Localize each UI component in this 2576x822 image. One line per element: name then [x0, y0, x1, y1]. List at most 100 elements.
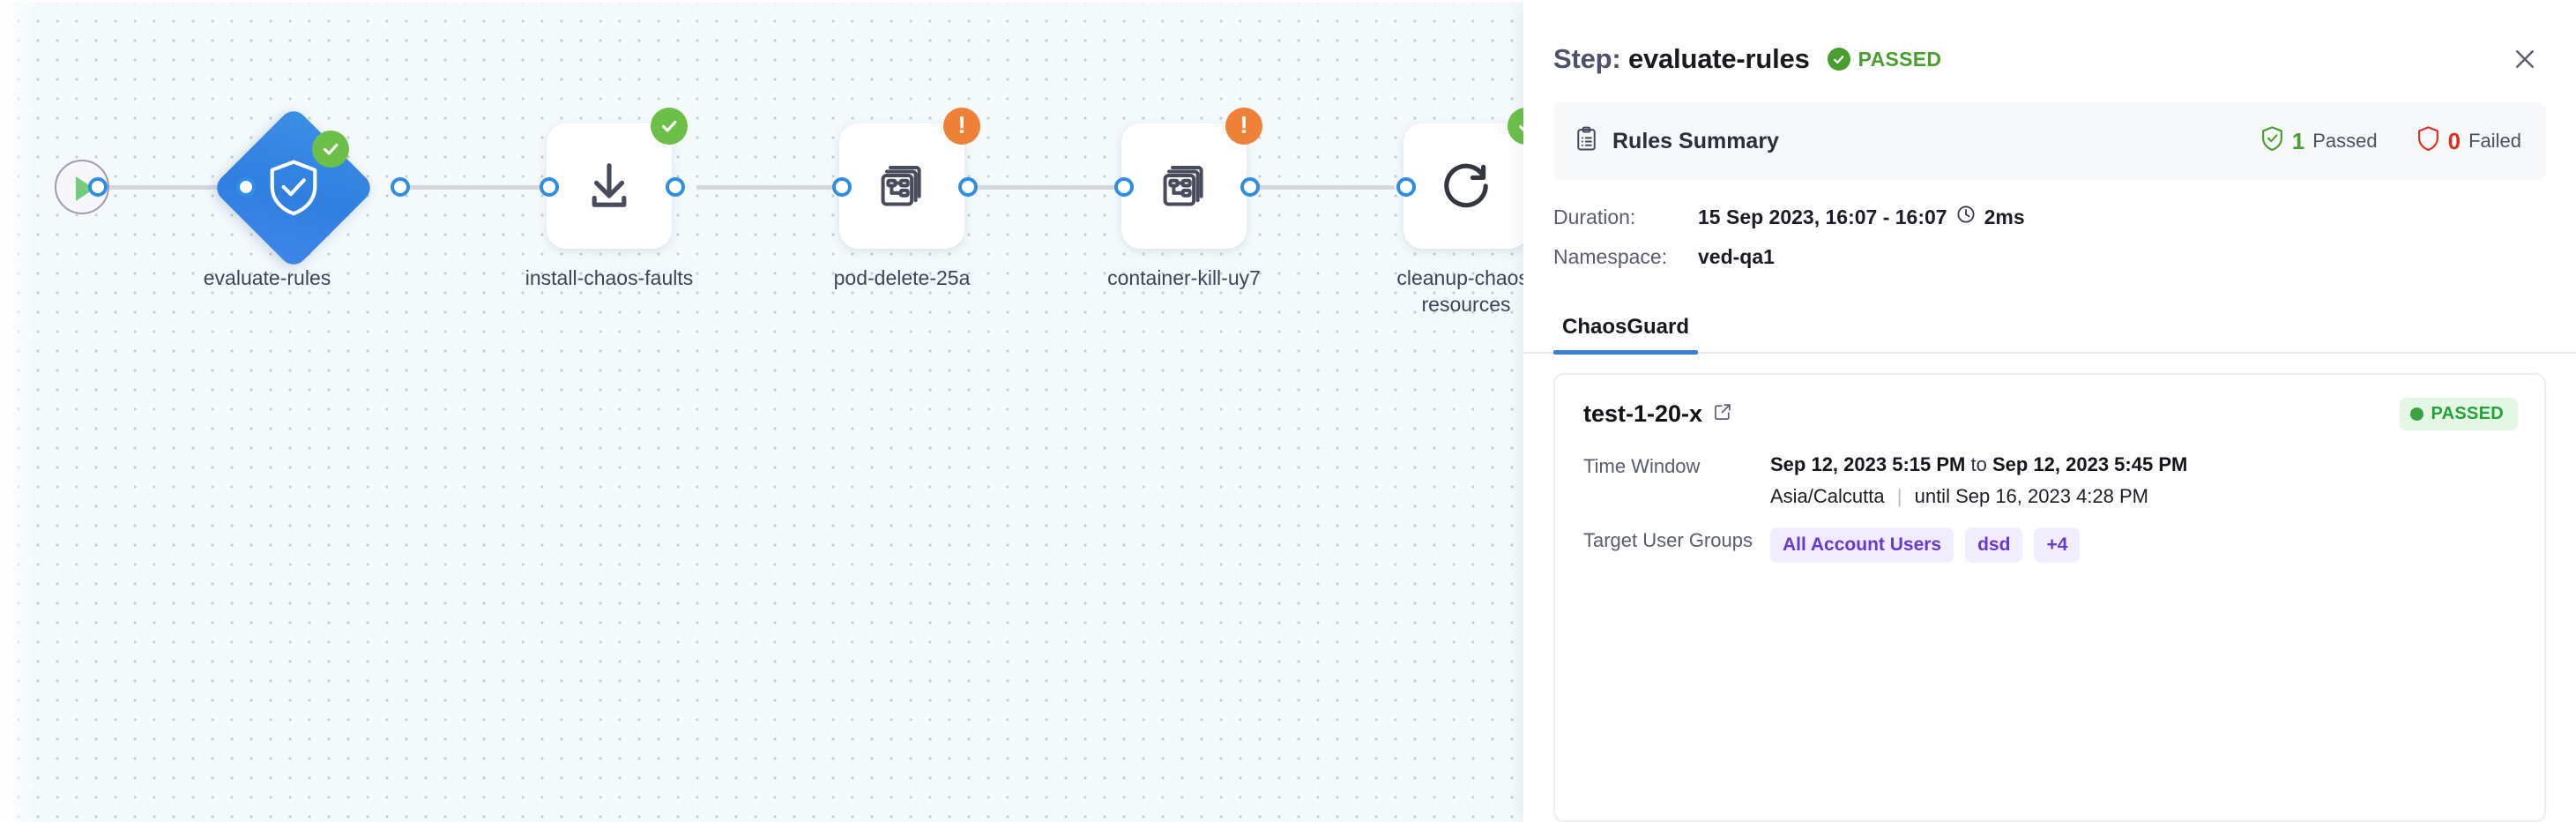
- until-text: until Sep 16, 2023 4:28 PM: [1914, 485, 2149, 507]
- user-group-chip[interactable]: All Account Users: [1770, 527, 1954, 563]
- pipeline-canvas[interactable]: evaluate-rules install-chaos-faults: [0, 0, 1523, 822]
- status-dot-icon: [2410, 407, 2424, 421]
- chaosguard-detail-rows: Time Window Sep 12, 2023 5:15 PM to Sep …: [1583, 453, 2518, 563]
- port-start-out[interactable]: [88, 177, 108, 197]
- status-badge-warning: !: [1225, 108, 1262, 145]
- node-install-chaos-faults[interactable]: [547, 108, 688, 249]
- check-circle-icon: [1827, 48, 1850, 71]
- rules-passed-label: Passed: [2312, 130, 2378, 152]
- time-window-start: Sep 12, 2023 5:15 PM: [1770, 453, 1966, 475]
- canvas-top-edge: [0, 0, 1523, 3]
- port-install-in[interactable]: [540, 177, 559, 197]
- node-cleanup-chaos-resources[interactable]: [1403, 108, 1523, 249]
- port-evaluate-out[interactable]: [391, 177, 410, 197]
- status-badge-success: [1508, 108, 1523, 145]
- rules-summary-card: Rules Summary 1 Passed: [1553, 102, 2546, 180]
- chaosguard-status-text: PASSED: [2431, 404, 2504, 423]
- target-user-groups-row: Target User Groups All Account Users dsd…: [1583, 527, 2518, 563]
- port-containerkill-in[interactable]: [1114, 177, 1134, 197]
- target-user-groups-label: Target User Groups: [1583, 529, 1753, 551]
- shield-check-icon: [212, 106, 376, 270]
- chaosguard-rule-name: test-1-20-x: [1583, 400, 1703, 427]
- rules-summary-stats: 1 Passed 0 Failed: [2260, 125, 2521, 157]
- close-icon[interactable]: [2505, 40, 2544, 78]
- rules-failed-count: 0: [2447, 127, 2461, 154]
- rules-summary-heading: Rules Summary: [1575, 126, 1779, 157]
- chaos-fault-icon: [876, 161, 927, 212]
- refresh-icon: [1439, 159, 1493, 213]
- user-group-chip-overflow[interactable]: +4: [2034, 527, 2081, 563]
- chaos-fault-icon: [1158, 161, 1210, 212]
- node-label-pod-delete-25a: pod-delete-25a: [833, 266, 971, 289]
- chaosguard-rule-card: test-1-20-x PASSED Time W: [1553, 373, 2546, 822]
- rail-containerkill-to-cleanup: [1130, 185, 1395, 190]
- port-install-out[interactable]: [666, 177, 685, 197]
- node-pod-delete-25a[interactable]: !: [839, 108, 980, 249]
- time-window-end: Sep 12, 2023 5:45 PM: [1992, 453, 2188, 475]
- time-window-value: Sep 12, 2023 5:15 PM to Sep 12, 2023 5:4…: [1770, 453, 2187, 508]
- namespace-label: Namespace:: [1553, 245, 1668, 268]
- shield-check-pass-icon: [2260, 125, 2284, 157]
- clipboard-icon: [1575, 126, 1598, 157]
- rules-failed-label: Failed: [2468, 130, 2521, 152]
- node-label-evaluate-rules: evaluate-rules: [203, 266, 331, 289]
- user-group-chip[interactable]: dsd: [1965, 527, 2023, 563]
- duration-range: 15 Sep 2023, 16:07 - 16:07: [1698, 205, 1947, 228]
- timezone-text: Asia/Calcutta: [1770, 485, 1885, 507]
- duration-row: Duration: 15 Sep 2023, 16:07 - 16:07 2ms: [1553, 205, 2546, 229]
- node-label-container-kill-uy7: container-kill-uy7: [1107, 266, 1261, 289]
- rail-install-to-poddelete: [696, 185, 838, 190]
- download-icon: [582, 159, 637, 213]
- status-badge-warning: !: [943, 108, 980, 145]
- shield-fail-icon: [2416, 125, 2440, 157]
- port-poddelete-out[interactable]: [958, 177, 978, 197]
- step-meta: Duration: 15 Sep 2023, 16:07 - 16:07 2ms…: [1553, 205, 2546, 285]
- duration-elapsed: 2ms: [1984, 205, 2025, 228]
- target-user-groups-chips: All Account Users dsd +4: [1770, 527, 2081, 563]
- port-evaluate-in[interactable]: [236, 177, 256, 197]
- status-text: PASSED: [1858, 47, 1942, 71]
- time-window-row: Time Window Sep 12, 2023 5:15 PM to Sep …: [1583, 453, 2518, 508]
- port-poddelete-in[interactable]: [832, 177, 852, 197]
- namespace-row: Namespace: ved-qa1: [1553, 245, 2546, 269]
- rules-failed-stat: 0 Failed: [2416, 125, 2521, 157]
- status-badge: PASSED: [1827, 47, 1942, 71]
- rules-summary-title: Rules Summary: [1612, 128, 1779, 153]
- time-window-range: Sep 12, 2023 5:15 PM to Sep 12, 2023 5:4…: [1770, 453, 2187, 476]
- chaosguard-status-badge: PASSED: [2400, 398, 2518, 430]
- start-node[interactable]: [55, 160, 109, 214]
- node-evaluate-rules[interactable]: [211, 105, 376, 271]
- rail-poddelete-to-containerkill: [979, 185, 1120, 190]
- text-divider: |: [1896, 485, 1902, 507]
- port-cleanup-in[interactable]: [1396, 177, 1416, 197]
- node-container-kill-uy7[interactable]: !: [1121, 108, 1262, 249]
- duration-value: 15 Sep 2023, 16:07 - 16:07 2ms: [1698, 205, 2025, 229]
- rail-evaluate-to-install: [401, 185, 569, 190]
- page-title: Step: evaluate-rules: [1553, 43, 1810, 75]
- external-link-icon[interactable]: [1713, 400, 1732, 428]
- panel-header: Step: evaluate-rules PASSED: [1523, 0, 2576, 88]
- time-window-subline: Asia/Calcutta | until Sep 16, 2023 4:28 …: [1770, 485, 2187, 508]
- exclamation-glyph: !: [957, 111, 966, 138]
- chaosguard-rule-name-wrap[interactable]: test-1-20-x: [1583, 400, 1732, 428]
- node-label-install-chaos-faults: install-chaos-faults: [525, 266, 694, 289]
- step-details-panel: Step: evaluate-rules PASSED: [1523, 0, 2576, 822]
- port-containerkill-out[interactable]: [1240, 177, 1260, 197]
- chaosguard-card-header: test-1-20-x PASSED: [1583, 398, 2518, 430]
- clock-icon: [1956, 205, 1976, 229]
- status-badge-success: [651, 108, 688, 145]
- namespace-value: ved-qa1: [1698, 245, 1775, 268]
- panel-tabs: ChaosGuard: [1523, 299, 2576, 355]
- status-badge-success: [312, 131, 349, 168]
- time-window-label: Time Window: [1583, 455, 1701, 477]
- panel-title-prefix: Step:: [1553, 43, 1621, 74]
- rules-passed-count: 1: [2291, 127, 2305, 154]
- rules-passed-stat: 1 Passed: [2260, 125, 2378, 157]
- exclamation-glyph: !: [1240, 111, 1248, 138]
- duration-label: Duration:: [1553, 205, 1636, 228]
- panel-title-step-name: evaluate-rules: [1627, 43, 1810, 74]
- node-label-cleanup-chaos-resources: cleanup-chaos-resources: [1396, 266, 1523, 316]
- tab-chaosguard[interactable]: ChaosGuard: [1553, 315, 1699, 355]
- rail-start-to-evaluate: [97, 185, 273, 190]
